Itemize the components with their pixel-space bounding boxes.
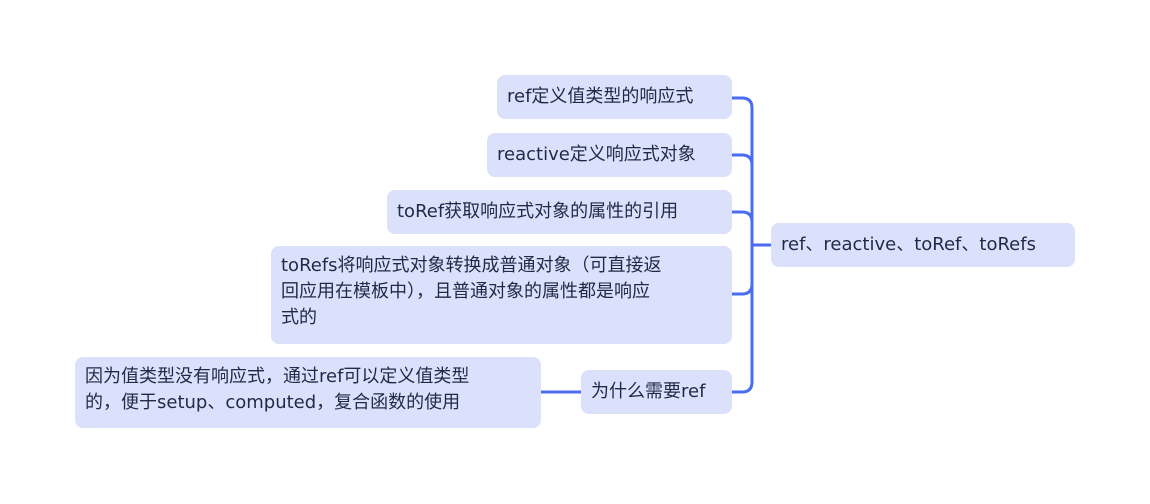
child-node-torefs-line-2: 回应用在模板中），且普通对象的属性都是响应	[281, 281, 650, 302]
child-node-ref[interactable]: ref定义值类型的响应式	[497, 75, 732, 119]
child-node-why-ref-label: 为什么需要ref	[591, 381, 706, 402]
child-node-ref-label: ref定义值类型的响应式	[507, 86, 694, 107]
connector-to-ref-node	[730, 96, 754, 247]
child-node-toref-label: toRef获取响应式对象的属性的引用	[397, 201, 679, 222]
child-node-torefs-line-3: 式的	[281, 307, 317, 328]
connector-to-reactive-node	[730, 153, 754, 247]
child-node-torefs[interactable]: toRefs将响应式对象转换成普通对象（可直接返 回应用在模板中），且普通对象的…	[271, 246, 732, 344]
why-ref-detail-line-1: 因为值类型没有响应式，通过ref可以定义值类型	[85, 366, 470, 387]
connector-to-torefs-node	[730, 243, 754, 296]
child-node-torefs-line-1: toRefs将响应式对象转换成普通对象（可直接返	[281, 255, 662, 276]
child-node-toref[interactable]: toRef获取响应式对象的属性的引用	[387, 190, 732, 234]
connector-to-why-node	[730, 243, 754, 394]
child-node-reactive-label: reactive定义响应式对象	[497, 144, 696, 165]
child-node-reactive[interactable]: reactive定义响应式对象	[487, 133, 732, 177]
root-node[interactable]: ref、reactive、toRef、toRefs	[771, 223, 1075, 267]
why-ref-detail-node[interactable]: 因为值类型没有响应式，通过ref可以定义值类型 的，便于setup、comput…	[75, 357, 541, 428]
connector-to-toref-node	[730, 210, 754, 247]
why-ref-detail-line-2: 的，便于setup、computed，复合函数的使用	[85, 392, 461, 413]
root-node-label: ref、reactive、toRef、toRefs	[781, 234, 1036, 255]
child-node-why-ref[interactable]: 为什么需要ref	[581, 370, 732, 414]
